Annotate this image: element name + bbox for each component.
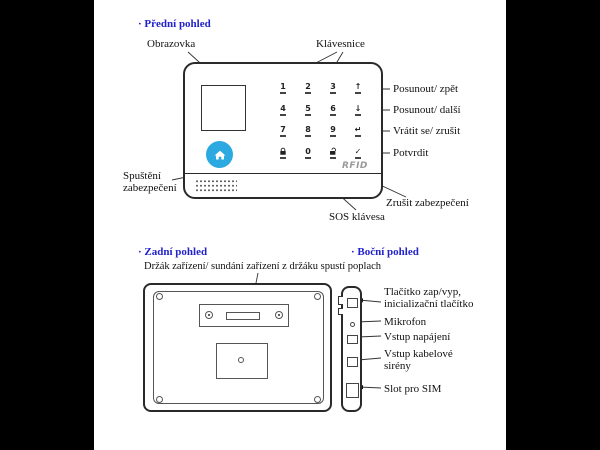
return-arrow-icon: ↵ <box>354 125 362 134</box>
panel-rear-view <box>143 283 332 412</box>
bracket-description: Držák zařízení/ sundání zařízení z držák… <box>144 261 382 272</box>
bracket-slot <box>226 312 260 320</box>
rear-view-title: · Zadní pohled <box>138 246 208 258</box>
screen-label: Obrazovka <box>147 38 196 50</box>
speaker-grille <box>195 179 237 193</box>
key-0: 0 <box>296 147 320 167</box>
key-scroll-up: ↑ <box>346 82 370 102</box>
side-view-title: · Boční pohled <box>351 246 419 258</box>
power-switch <box>347 298 358 308</box>
key-5: 5 <box>296 104 320 124</box>
key-9: 9 <box>321 125 345 145</box>
screw-hole-bottom-right <box>314 396 321 403</box>
down-arrow-icon: ↓ <box>354 104 362 113</box>
key-return-cancel: ↵ <box>346 125 370 145</box>
key-8: 8 <box>296 125 320 145</box>
callout-siren-input: Vstup kabelové sirény <box>384 348 453 372</box>
callout-sim-slot: Slot pro SIM <box>384 383 442 395</box>
callout-return-cancel: Vrátit se/ zrušit <box>393 125 461 137</box>
right-black-bar <box>506 0 600 450</box>
sim-slot <box>346 383 359 398</box>
key-scroll-down: ↓ <box>346 104 370 124</box>
disarm-label: Zrušit zabezpečení <box>386 197 469 209</box>
callout-power-button: Tlačítko zap/vyp, inicializační tlačítko <box>384 286 474 310</box>
unlock-icon <box>330 147 336 155</box>
sos-key-label: SOS klávesa <box>329 211 385 223</box>
check-icon: ✓ <box>354 147 362 156</box>
keypad-label: Klávesnice <box>316 38 365 50</box>
lock-icon <box>280 147 286 155</box>
siren-wire-port <box>347 357 358 367</box>
home-button <box>206 141 233 168</box>
arm-label: Spuštění zabezpečení <box>123 170 177 194</box>
panel-divider-line <box>185 173 381 174</box>
panel-screen <box>201 85 246 131</box>
key-confirm: ✓ <box>346 147 370 167</box>
rear-battery-cover <box>216 343 268 379</box>
callout-scroll-back: Posunout/ zpět <box>393 83 459 95</box>
bracket-screw-left <box>205 311 213 319</box>
up-arrow-icon: ↑ <box>354 82 362 91</box>
screw-hole-top-right <box>314 293 321 300</box>
key-4: 4 <box>271 104 295 124</box>
bracket-screw-right <box>275 311 283 319</box>
side-button-bump-2 <box>338 308 343 315</box>
screw-hole-bottom-left <box>156 396 163 403</box>
rear-back-plate <box>153 291 324 404</box>
key-2: 2 <box>296 82 320 102</box>
callout-power-input: Vstup napájení <box>384 331 451 343</box>
left-black-bar <box>0 0 94 450</box>
home-icon <box>214 150 225 159</box>
mounting-bracket <box>199 304 289 327</box>
panel-side-view <box>338 286 362 412</box>
microphone-hole <box>350 322 355 327</box>
callout-confirm: Potvrdit <box>393 147 429 159</box>
key-3: 3 <box>321 82 345 102</box>
front-view-title: · Přední pohled <box>138 18 211 30</box>
callout-microphone: Mikrofon <box>384 316 427 328</box>
rfid-label: RFID <box>342 161 368 171</box>
key-disarm <box>321 147 345 167</box>
key-6: 6 <box>321 104 345 124</box>
callout-scroll-next: Posunout/ další <box>393 104 461 116</box>
key-7: 7 <box>271 125 295 145</box>
screw-hole-top-left <box>156 293 163 300</box>
key-arm <box>271 147 295 167</box>
key-1: 1 <box>271 82 295 102</box>
power-input-port <box>347 335 358 344</box>
rear-tamper-button <box>238 357 244 363</box>
side-button-bump-1 <box>338 296 343 305</box>
panel-front-view: RFID 1 2 3 ↑ 4 5 6 ↓ 7 8 9 ↵ 0 ✓ <box>183 62 383 199</box>
